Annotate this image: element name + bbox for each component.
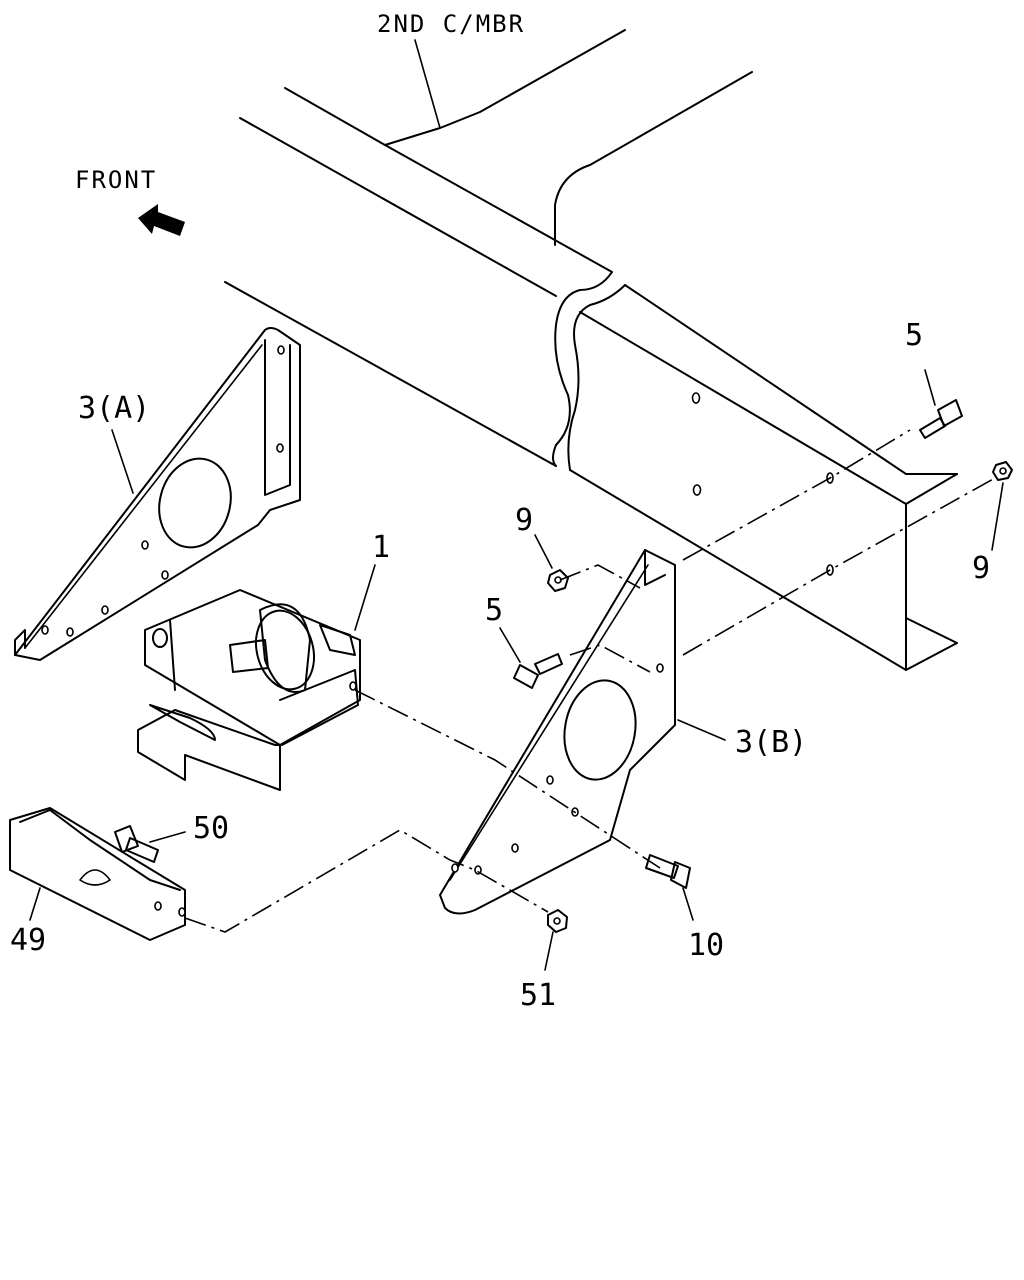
bolt-10 xyxy=(645,854,694,921)
label-nut-9-right: 9 xyxy=(972,551,990,586)
label-nut-9-left: 9 xyxy=(515,503,533,538)
label-bolt-5-top: 5 xyxy=(905,318,923,353)
label-mount: 1 xyxy=(372,530,390,565)
front-label: FRONT xyxy=(75,166,157,194)
bolt-5-top xyxy=(919,369,963,439)
engine-mount xyxy=(137,564,376,791)
alignment-lines xyxy=(184,429,996,933)
bracket-a xyxy=(14,327,301,661)
bolt-50 xyxy=(114,825,186,863)
cover xyxy=(9,807,186,941)
label-bolt-10: 10 xyxy=(688,928,724,963)
nut-9-left xyxy=(534,534,569,592)
member-label: 2ND C/MBR xyxy=(377,10,525,38)
label-bolt-50: 50 xyxy=(193,811,229,846)
label-bracket-b: 3(B) xyxy=(735,725,807,760)
label-nut-51: 51 xyxy=(520,978,556,1013)
front-arrow-icon xyxy=(138,204,185,236)
bolt-5-mid xyxy=(499,627,563,689)
label-bolt-5-mid: 5 xyxy=(485,593,503,628)
label-bracket-a: 3(A) xyxy=(78,391,150,426)
cross-member xyxy=(224,29,958,671)
nut-51 xyxy=(544,909,568,971)
bracket-b xyxy=(439,549,726,915)
nut-9-right xyxy=(991,461,1013,551)
label-cover: 49 xyxy=(10,923,46,958)
